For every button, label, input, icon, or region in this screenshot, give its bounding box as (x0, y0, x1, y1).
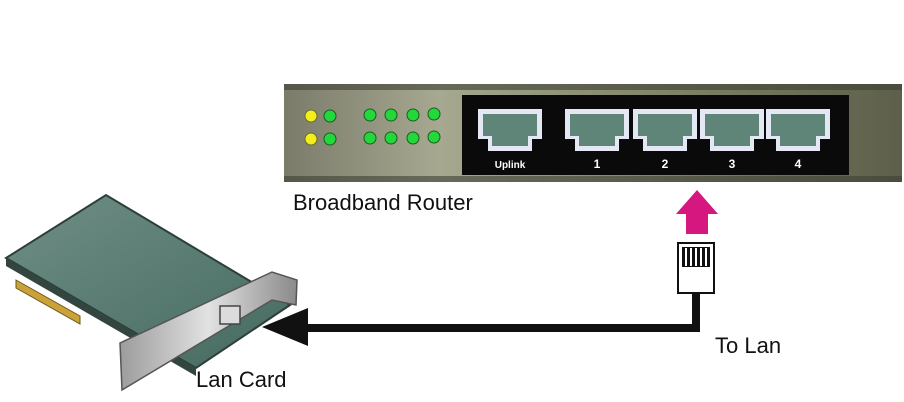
led-green (427, 130, 441, 144)
router-label: Broadband Router (293, 190, 473, 215)
router-ports: Uplink 1 2 3 4 (478, 109, 830, 171)
led-green (323, 109, 337, 123)
led-green (363, 131, 377, 145)
led-green (406, 131, 420, 145)
network-cable (262, 292, 700, 346)
led-yellow (304, 132, 318, 146)
router-port: 1 (565, 109, 629, 171)
led-green (363, 108, 377, 122)
router-port: 4 (766, 109, 830, 171)
router-port-label: 1 (594, 157, 601, 171)
led-green (406, 108, 420, 122)
router-port-label: 4 (795, 157, 802, 171)
lan-card-contacts (15, 279, 81, 325)
cable-line (306, 292, 700, 332)
led-yellow (304, 109, 318, 123)
router-port-label: Uplink (495, 160, 526, 171)
led-green (427, 107, 441, 121)
lan-card-label: Lan Card (196, 367, 287, 392)
router-port-label: 2 (662, 157, 669, 171)
to-lan-label: To Lan (715, 333, 782, 358)
router-port: 3 (700, 109, 764, 171)
led-green (384, 108, 398, 122)
led-green (384, 131, 398, 145)
led-green (323, 132, 337, 146)
lan-card-port (219, 305, 241, 325)
router-port: 2 (633, 109, 697, 171)
broadband-router: Uplink 1 2 3 4 (284, 84, 902, 182)
cable-arrowhead (262, 308, 308, 346)
plug-in-arrow (676, 190, 718, 234)
lan-card (4, 193, 298, 392)
rj45-connector (677, 242, 715, 294)
router-port: Uplink (478, 109, 542, 171)
status-leds (304, 107, 441, 146)
router-port-label: 3 (729, 157, 736, 171)
lan-card-bracket (119, 271, 298, 392)
